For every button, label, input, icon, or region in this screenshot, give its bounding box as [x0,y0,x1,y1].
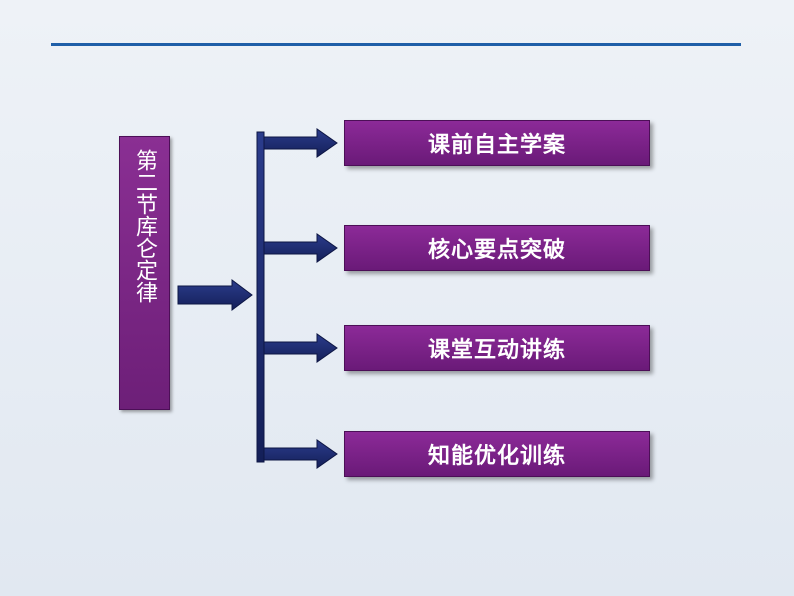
lesson-name: 库仑定律 [132,215,157,303]
lesson-number: 第二节 [132,149,157,215]
bracket-bar [256,131,265,463]
main-arrow [177,279,253,311]
top-rule [51,43,741,46]
section-label: 核心要点突破 [427,238,566,263]
branch-arrow-2 [263,233,338,263]
section-button-optimization[interactable]: 知能优化训练 [344,431,650,477]
section-button-key-points[interactable]: 核心要点突破 [344,225,650,271]
section-label: 知能优化训练 [427,444,566,469]
section-label: 课前自主学案 [427,133,566,158]
section-button-class-practice[interactable]: 课堂互动讲练 [344,325,650,371]
branch-arrow-3 [263,333,338,363]
section-button-preview[interactable]: 课前自主学案 [344,120,650,166]
branch-arrow-4 [263,439,338,469]
branch-arrow-1 [263,128,338,158]
section-label: 课堂互动讲练 [427,338,566,363]
lesson-title-box: 第二节 库仑定律 [119,136,170,410]
